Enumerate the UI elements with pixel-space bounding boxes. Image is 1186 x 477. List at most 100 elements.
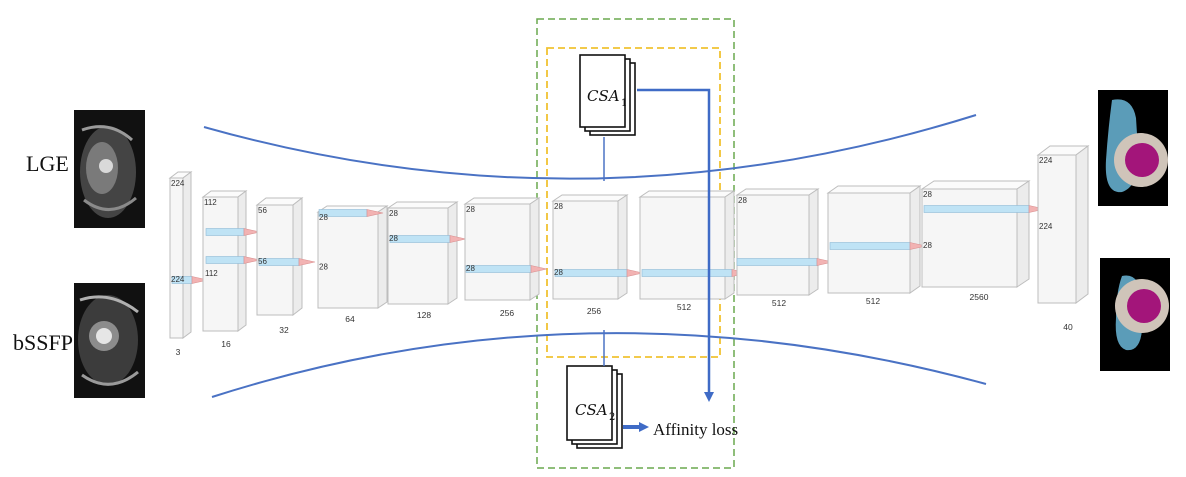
- lge-mri-image: [74, 110, 145, 228]
- block-front-face: [1037, 154, 1077, 304]
- layer-block-11: 28 28 2560: [920, 180, 1046, 302]
- dim-label-side: 28: [389, 234, 398, 243]
- segmentation-output-bottom: [1100, 258, 1170, 371]
- layer-block-1: 224 224 3: [168, 171, 209, 357]
- channel-label: 16: [221, 339, 231, 349]
- dim-label-top: 224: [171, 179, 185, 188]
- layer-block-4: 28 28 64: [316, 205, 389, 324]
- feature-connector: [923, 205, 1046, 213]
- feature-connector: [641, 269, 749, 277]
- dim-label-side: 28: [466, 264, 475, 273]
- block-top-face: [735, 188, 820, 196]
- block-side-face: [724, 190, 735, 300]
- channel-label: 2560: [970, 292, 989, 302]
- block-side-face: [617, 194, 628, 300]
- bssfp-mri-image: [74, 283, 145, 398]
- block-side-face: [1075, 145, 1089, 304]
- block-front-face: [317, 211, 379, 309]
- block-front-face: [202, 196, 239, 332]
- channel-label: 512: [866, 296, 880, 306]
- dim-label-top: 28: [923, 190, 932, 199]
- block-top-face: [386, 201, 459, 209]
- dim-label-top: 28: [738, 196, 747, 205]
- lower-arc: [211, 332, 987, 398]
- block-top-face: [638, 190, 736, 198]
- dim-label-side: 28: [554, 268, 563, 277]
- feature-connector: [389, 235, 467, 243]
- block-side-face: [377, 205, 388, 309]
- block-front-face: [921, 188, 1018, 288]
- channel-label: 64: [345, 314, 355, 324]
- layer-block-12: 224 224 40: [1036, 145, 1090, 332]
- dim-label-mid: 28: [923, 241, 932, 250]
- channel-label: 512: [772, 298, 786, 308]
- block-side-face: [529, 197, 540, 301]
- block-front-face: [552, 200, 619, 300]
- dim-label-side: 224: [171, 275, 185, 284]
- feature-connector: [554, 269, 644, 277]
- layer-block-3: 56 56 32: [255, 196, 316, 335]
- layer-block-8: 512: [638, 190, 749, 312]
- channel-label: 256: [587, 306, 601, 316]
- block-side-face: [447, 201, 458, 305]
- channel-label: 40: [1063, 322, 1073, 332]
- yellow-dashed-region: [546, 47, 721, 358]
- dim-label-side: 56: [258, 257, 267, 266]
- affinity-loss-label: Affinity loss: [653, 420, 738, 439]
- channel-label: 3: [176, 347, 181, 357]
- csa1-block: CSA 1: [579, 54, 636, 136]
- encoder-decoder-layers: 224 224 3 112 112 16 56 56 32 28 28 64 28 28 128 28 28 25…: [168, 145, 1090, 357]
- csa1-to-loss-arrow: [637, 88, 714, 402]
- dim-label-top: 28: [466, 205, 475, 214]
- block-side-face: [1016, 180, 1030, 288]
- segmentation-output-top: [1098, 90, 1168, 206]
- block-front-face: [169, 177, 184, 339]
- feature-connector: [736, 258, 834, 266]
- block-top-face: [826, 185, 922, 194]
- feature-connector: [465, 265, 548, 273]
- block-front-face: [387, 207, 449, 305]
- csa1-subscript: 1: [621, 98, 627, 109]
- block-top-face: [463, 197, 541, 205]
- dim-label-top: 28: [319, 213, 328, 222]
- block-side-face: [808, 188, 819, 296]
- channel-label: 256: [500, 308, 514, 318]
- block-front-face: [464, 203, 531, 301]
- channel-label: 32: [279, 325, 289, 335]
- feature-connector: [171, 276, 209, 284]
- feature-connector: [205, 256, 261, 264]
- block-top-face: [920, 180, 1031, 190]
- dim-label-mid: 28: [319, 263, 328, 272]
- block-side-face: [909, 185, 921, 294]
- dim-label-top: 56: [258, 206, 267, 215]
- layer-block-5: 28 28 128: [386, 201, 467, 320]
- dim-label-side: 224: [1039, 222, 1053, 231]
- bssfp-label: bSSFP: [13, 330, 73, 355]
- channel-label: 128: [417, 310, 431, 320]
- dim-label-top: 28: [554, 202, 563, 211]
- block-front-face: [639, 196, 726, 300]
- lge-label: LGE: [26, 151, 69, 176]
- feature-connector: [829, 242, 927, 250]
- dim-label-top: 112: [204, 198, 217, 207]
- feature-connector: [258, 258, 316, 266]
- dim-label-top: 224: [1039, 156, 1053, 165]
- block-top-face: [551, 194, 629, 202]
- feature-connector: [205, 228, 261, 236]
- block-side-face: [182, 171, 192, 339]
- feature-connector: [318, 209, 384, 217]
- layer-block-10: 512: [826, 185, 927, 306]
- channel-label: 512: [677, 302, 691, 312]
- layer-block-2: 112 112 16: [201, 190, 261, 349]
- dim-label-top: 28: [389, 209, 398, 218]
- csa1-label: CSA: [587, 87, 620, 105]
- layer-block-9: 28 512: [735, 188, 834, 308]
- csa2-subscript: 2: [609, 412, 615, 423]
- layer-block-6: 28 28 256: [463, 197, 548, 318]
- dim-label-mid: 112: [205, 269, 218, 278]
- upper-arc: [203, 114, 977, 180]
- csa2-block: CSA 2: [566, 365, 623, 449]
- block-front-face: [736, 194, 810, 296]
- layer-block-7: 28 28 256: [551, 194, 644, 316]
